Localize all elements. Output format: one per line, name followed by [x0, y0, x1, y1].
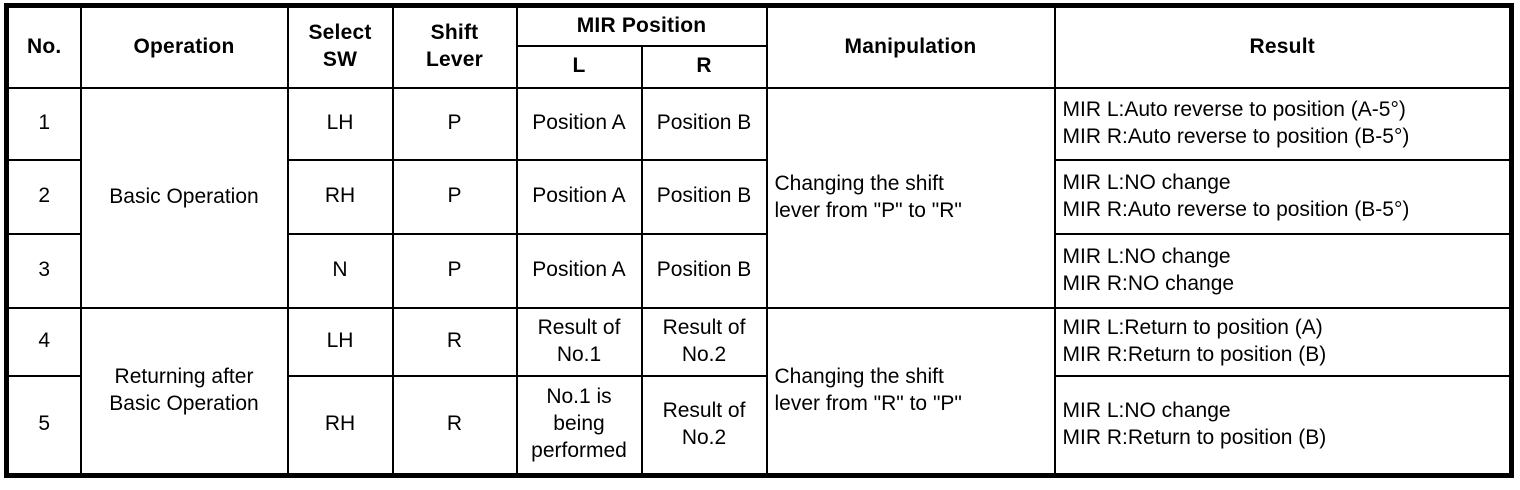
- cell-mir-l-2: Position A: [515, 158, 643, 235]
- cell-no-4: 4: [5, 306, 82, 377]
- col-header-select-sw: Select SW: [286, 4, 394, 89]
- cell-mir-l-4: Result of No.1: [515, 306, 643, 377]
- cell-shift-lever-2: P: [391, 158, 518, 235]
- cell-mir-r-3: Position B: [640, 232, 768, 309]
- result-line-mir-l: MIR L:NO change: [1062, 244, 1231, 268]
- cell-no-3: 3: [5, 232, 82, 309]
- result-line-mir-r: MIR R:Auto reverse to position (B-5°): [1062, 197, 1410, 221]
- header-row-top: No. Operation Select SW Shift Lever MIR …: [5, 4, 1513, 89]
- cell-operation-basic: Basic Operation: [79, 86, 289, 309]
- cell-mir-l-3: Position A: [515, 232, 643, 309]
- table-row-4: 4 Returning after Basic Operation LH R R…: [5, 306, 1513, 477]
- cell-result-4: MIR L:Return to position (A) MIR R:Retur…: [1053, 306, 1513, 377]
- table-row-3: 3 N P Position A Position B MIR L:NO cha…: [5, 232, 1513, 309]
- cell-mir-l-5: No.1 is being performed: [515, 374, 643, 477]
- cell-operation-returning: Returning after Basic Operation: [79, 306, 289, 477]
- cell-mir-l-1: Position A: [515, 86, 643, 161]
- header-row-sub: L R: [7, 44, 1512, 89]
- cell-select-sw-4: LH: [286, 306, 394, 377]
- result-line-mir-l: MIR L:Auto reverse to position (A-5°): [1062, 97, 1406, 121]
- col-header-shift-lever: Shift Lever: [391, 4, 518, 89]
- cell-mir-r-1: Position B: [640, 86, 768, 161]
- col-header-no: No.: [5, 4, 82, 89]
- result-line-mir-r: MIR R:NO change: [1062, 271, 1235, 295]
- cell-result-5: MIR L:NO change MIR R:Return to position…: [1053, 374, 1513, 477]
- cell-shift-lever-1: P: [391, 86, 518, 161]
- cell-no-1: 1: [5, 86, 82, 161]
- result-line-mir-l: MIR L:NO change: [1062, 398, 1231, 422]
- cell-manipulation-p-to-r: Changing the shift lever from "P" to "R": [765, 86, 1056, 309]
- mir-operation-table: No. Operation Select SW Shift Lever MIR …: [4, 3, 1514, 478]
- result-line-mir-l: MIR L:NO change: [1062, 170, 1231, 194]
- cell-result-1: MIR L:Auto reverse to position (A-5°) MI…: [1053, 86, 1513, 161]
- cell-mir-r-5: Result of No.2: [640, 374, 768, 477]
- col-header-operation: Operation: [79, 4, 289, 89]
- col-header-result: Result: [1053, 4, 1513, 89]
- col-header-mir-r: R: [640, 44, 768, 89]
- cell-shift-lever-5: R: [391, 374, 518, 477]
- cell-select-sw-3: N: [286, 232, 394, 309]
- col-header-mir-position: MIR Position: [515, 4, 768, 47]
- cell-manipulation-r-to-p: Changing the shift lever from "R" to "P": [765, 306, 1056, 477]
- cell-no-5: 5: [5, 374, 82, 477]
- cell-no-2: 2: [5, 158, 82, 235]
- result-line-mir-r: MIR R:Return to position (B): [1062, 342, 1327, 366]
- cell-select-sw-5: RH: [286, 374, 394, 477]
- cell-select-sw-2: RH: [286, 158, 394, 235]
- cell-mir-r-2: Position B: [640, 158, 768, 235]
- table-row-2: 2 RH P Position A Position B MIR L:NO ch…: [5, 158, 1513, 235]
- col-header-mir-l: L: [515, 44, 643, 89]
- col-header-manipulation: Manipulation: [765, 4, 1056, 89]
- cell-shift-lever-4: R: [391, 306, 518, 377]
- result-line-mir-r: MIR R:Auto reverse to position (B-5°): [1062, 124, 1410, 148]
- cell-select-sw-1: LH: [286, 86, 394, 161]
- result-line-mir-l: MIR L:Return to position (A): [1062, 315, 1323, 339]
- table-row-5: 5 RH R No.1 is being performed Result of…: [5, 374, 1513, 477]
- cell-result-3: MIR L:NO change MIR R:NO change: [1053, 232, 1513, 309]
- table-row-1: 1 Basic Operation LH P Position A Positi…: [5, 86, 1513, 309]
- cell-shift-lever-3: P: [391, 232, 518, 309]
- cell-mir-r-4: Result of No.2: [640, 306, 768, 377]
- cell-result-2: MIR L:NO change MIR R:Auto reverse to po…: [1053, 158, 1513, 235]
- result-line-mir-r: MIR R:Return to position (B): [1062, 425, 1327, 449]
